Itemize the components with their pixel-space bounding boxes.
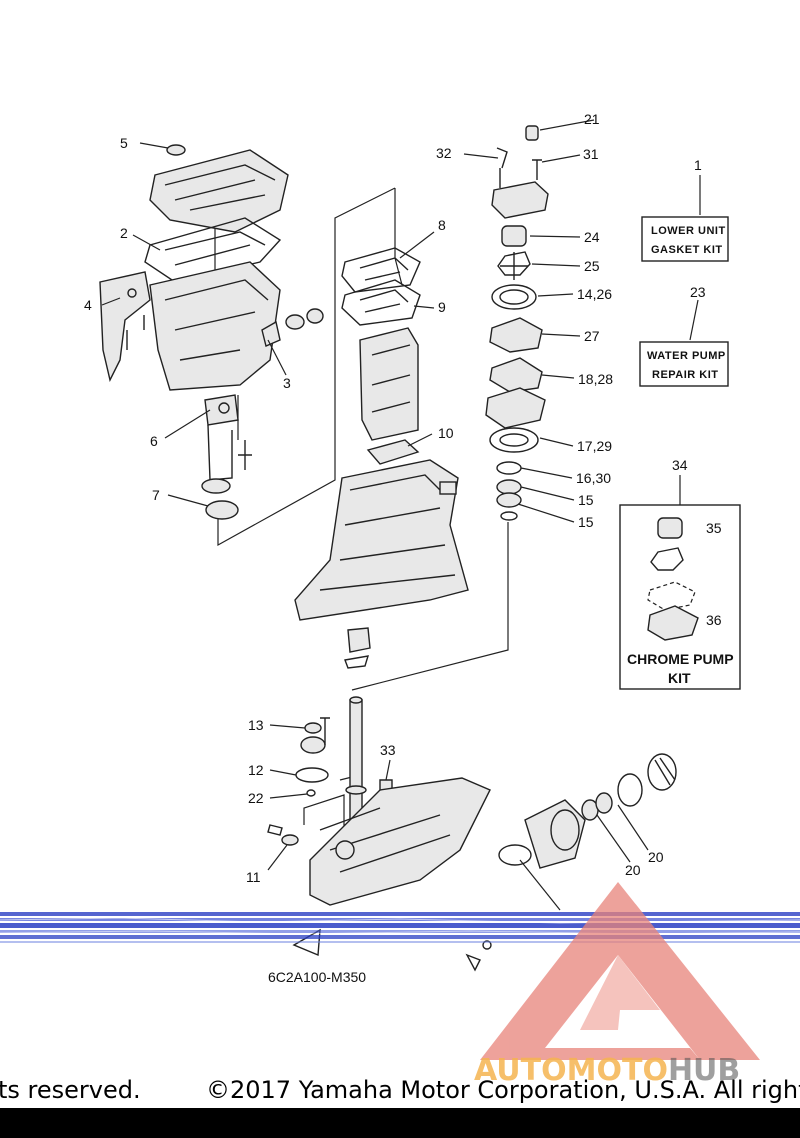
prop-shaft-housing [498,753,677,869]
water-pump-stack [485,125,549,521]
plate-6 [201,394,252,494]
callout-34: 34 [672,457,688,473]
callout-18-28: 18,28 [578,371,613,387]
callout-15-b: 15 [578,514,594,530]
exhaust-block [359,327,420,465]
lower-unit-kit-line1: LOWER UNIT [651,225,726,237]
chrome-pump-kit-line1: CHROME PUMP [627,651,734,667]
callout-6: 6 [150,433,158,449]
callout-23: 23 [690,284,706,300]
chrome-pump-kit-line2: KIT [668,670,691,686]
assembly-guide-lines [214,187,561,911]
callout-24: 24 [584,229,600,245]
callout-14-26: 14,26 [577,286,612,302]
callout-3: 3 [283,375,291,391]
callout-labels: 5 2 4 3 6 7 8 9 10 21 32 31 1 24 25 23 1… [84,111,722,985]
watermark-brand-part2: HUB [667,1053,741,1088]
callout-13: 13 [248,717,264,733]
callout-22: 22 [248,790,264,806]
drive-shaft [345,696,367,831]
callout-8: 8 [438,217,446,233]
callout-12: 12 [248,762,264,778]
callout-5: 5 [120,135,128,151]
callout-1: 1 [694,157,702,173]
callout-9: 9 [438,299,446,315]
upper-housing [294,459,469,669]
callout-7: 7 [152,487,160,503]
callout-20-a: 20 [648,849,664,865]
water-pump-repair-kit-box: WATER PUMP REPAIR KIT [639,341,729,387]
callout-11: 11 [246,869,261,885]
callout-32: 32 [436,145,452,161]
figure-code: 6C2A100-M350 [268,969,366,985]
bottom-black-bar [0,1108,800,1138]
lower-gearcase [267,777,491,906]
water-pump-kit-line2: REPAIR KIT [652,369,719,381]
callout-10: 10 [438,425,454,441]
copyright-footer: ts reserved. ©2017 Yamaha Motor Corporat… [0,1066,800,1110]
callout-16-30: 16,30 [576,470,611,486]
lower-unit-gasket-kit-box: LOWER UNIT GASKET KIT [641,216,729,262]
callout-2: 2 [120,225,128,241]
callout-33: 33 [380,742,396,758]
watermark-brand-text: AUTOMOTOHUB [474,1053,740,1088]
callout-36: 36 [706,612,722,628]
callout-25: 25 [584,258,600,274]
footer-copyright-text: ©2017 Yamaha Motor Corporation, U.S.A. A… [206,1076,800,1104]
small-parts-13-12-22 [295,717,393,797]
seal-group-3 [261,308,324,347]
scan-artifact-band [0,912,800,943]
callout-27: 27 [584,328,600,344]
callout-leaders [101,119,703,871]
watermark-logo [480,882,760,1060]
gaskets-8-9 [341,247,421,326]
callout-21: 21 [584,111,600,127]
callout-4: 4 [84,297,92,313]
callout-35: 35 [706,520,722,536]
callout-15-a: 15 [578,492,594,508]
callout-17-29: 17,29 [577,438,612,454]
chrome-pump-kit-box: CHROME PUMP KIT [619,504,741,690]
seal-7 [205,500,239,520]
callout-20-b: 20 [625,862,641,878]
footer-left-text: ts reserved. [0,1076,141,1104]
water-pump-kit-line1: WATER PUMP [647,350,726,362]
callout-31: 31 [583,146,599,162]
upper-casing-group [99,144,289,391]
lower-unit-kit-line2: GASKET KIT [651,244,723,256]
watermark-brand-part1: AUTOMOTO [474,1053,668,1088]
